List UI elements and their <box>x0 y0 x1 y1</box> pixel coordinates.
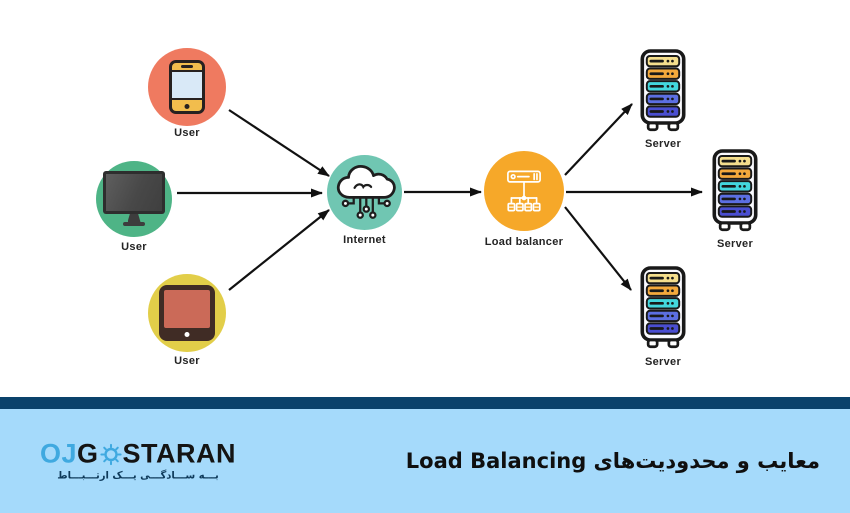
server-2-label: Server <box>716 238 754 250</box>
smartphone-icon <box>169 60 205 114</box>
user-tablet-node <box>148 274 226 352</box>
load-balancer-icon <box>507 170 541 212</box>
monitor-icon <box>103 171 165 227</box>
user-phone-node <box>148 48 226 126</box>
user-desktop-node <box>96 161 172 237</box>
server-rack-icon <box>640 49 686 132</box>
cloud-shape <box>336 164 396 199</box>
logo-part-oj: OJ <box>40 438 78 469</box>
server-rack-icon <box>640 266 686 349</box>
user-phone-label: User <box>174 127 200 139</box>
arrow-lb-to-server-3 <box>564 206 632 291</box>
phone-screen <box>172 70 202 100</box>
footer-accent-bar <box>0 397 850 409</box>
arrow-phone-to-internet <box>228 109 330 177</box>
brand-tagline: بـــه ســـادگـــی یـــک ارتـــبـــاط <box>57 470 219 482</box>
phone-home-button <box>184 103 190 109</box>
arrow-lb-to-server-1 <box>564 103 633 176</box>
monitor-base <box>123 222 145 226</box>
internet-label: Internet <box>343 234 386 246</box>
banner-title: معایب و محدودیت‌های Load Balancing <box>405 449 820 473</box>
tablet-home-button <box>184 332 190 337</box>
monitor-screen <box>106 174 162 211</box>
user-tablet-label: User <box>174 355 200 367</box>
gear-icon <box>99 443 122 465</box>
tablet-icon <box>159 285 215 341</box>
logo-part-g: G <box>77 438 99 469</box>
load-balancer-node <box>484 151 564 231</box>
arrow-tablet-to-internet <box>228 209 330 291</box>
logo-part-staran: STARAN <box>122 438 237 469</box>
server-3-label: Server <box>644 356 682 368</box>
monitor-frame <box>103 171 165 214</box>
connector-arrows <box>177 103 703 291</box>
cloud-network-icon <box>336 164 396 219</box>
load-balancer-label: Load balancer <box>484 236 564 248</box>
server-rack-icon <box>712 149 758 232</box>
tablet-screen <box>164 290 210 328</box>
monitor-stand <box>127 214 141 222</box>
server-1-label: Server <box>644 138 682 150</box>
user-desktop-label: User <box>121 241 147 253</box>
internet-node <box>327 155 402 230</box>
phone-notch <box>181 65 193 68</box>
